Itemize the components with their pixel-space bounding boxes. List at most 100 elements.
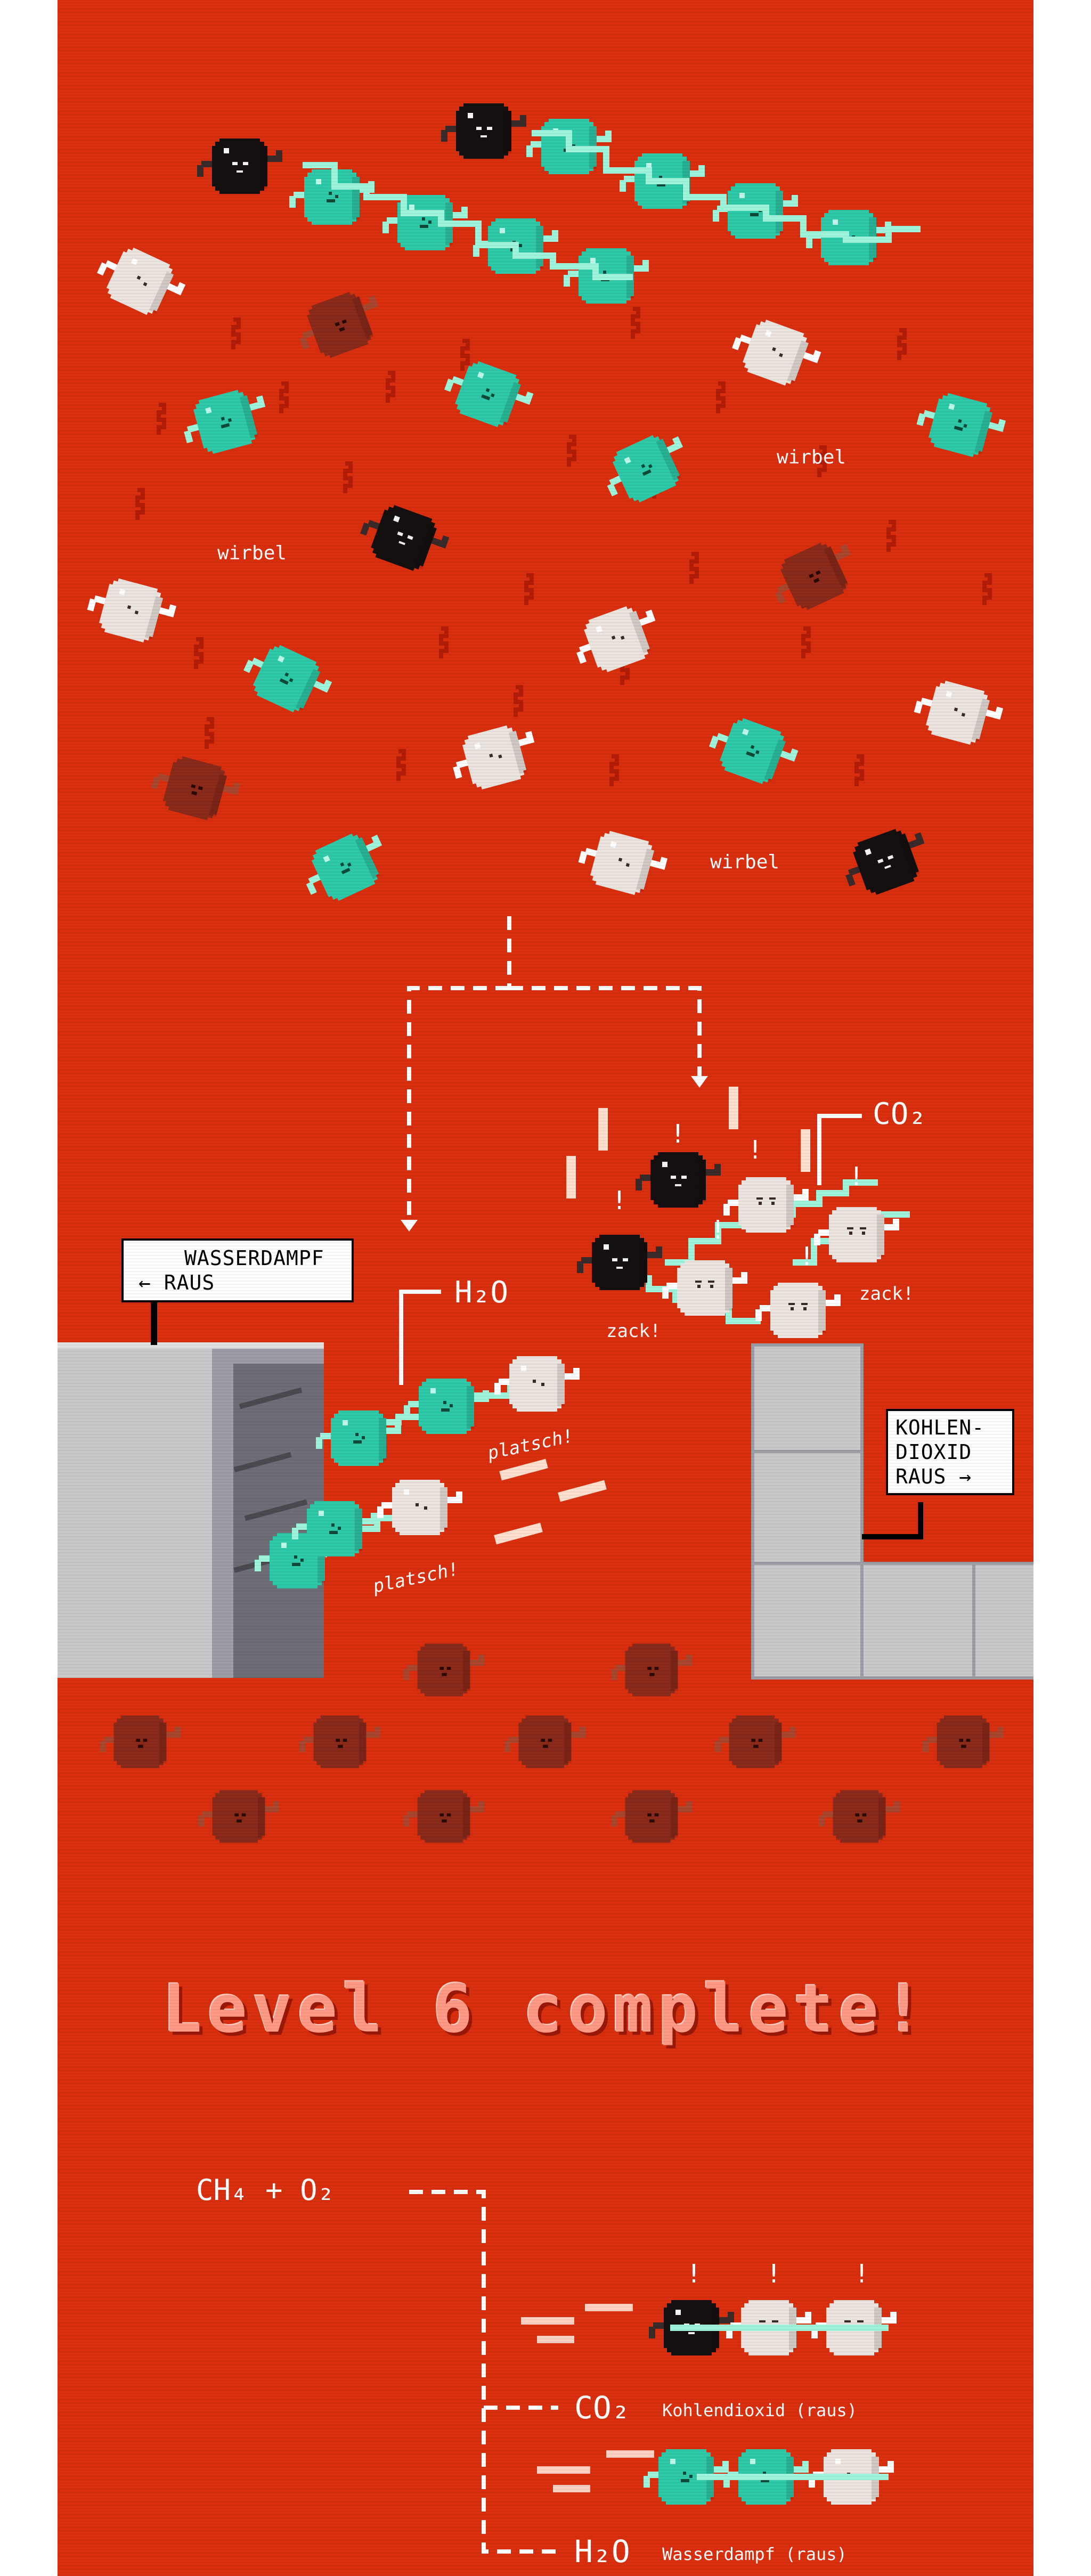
white-molecule — [494, 1356, 580, 1412]
heat-wiggle — [524, 573, 534, 605]
soot-floor — [100, 1643, 1004, 1843]
reaction-scene: wirbel wirbel wirbel — [58, 103, 1033, 2570]
equation-bonds — [670, 2325, 889, 2480]
white-molecule — [87, 576, 177, 645]
heat-wiggle — [982, 573, 992, 605]
brown-molecule — [611, 1790, 692, 1843]
brown-molecule — [715, 1715, 796, 1768]
teal-molecule — [404, 1379, 489, 1434]
teal-molecule — [607, 431, 683, 506]
brown-molecule — [299, 289, 379, 361]
splash-label: platsch! — [485, 1425, 575, 1464]
heat-wiggle — [279, 381, 289, 413]
brown-molecule — [819, 1790, 900, 1843]
teal-molecule — [243, 641, 332, 716]
teal-molecule — [382, 195, 468, 250]
brown-molecule — [151, 754, 241, 822]
white-molecule — [723, 1177, 809, 1233]
co2-bracket — [817, 1114, 862, 1185]
swirl-label: wirbel — [777, 446, 846, 468]
h2o-label: H₂O — [454, 1275, 508, 1310]
game-stage: wirbel wirbel wirbel — [58, 0, 1033, 2576]
heat-wiggle — [689, 552, 699, 584]
exclaim-mark: ! — [766, 2259, 781, 2289]
equation-h2o-formula: H₂O — [574, 2533, 630, 2570]
heat-wiggle — [567, 435, 576, 467]
speed-streaks — [494, 1087, 810, 1545]
heat-wiggle — [631, 307, 640, 339]
equation-lines — [409, 2190, 558, 2554]
teal-molecule — [292, 1501, 377, 1556]
heat-wiggle — [157, 403, 166, 435]
co2-exit-sign: KOHLEN- DIOXID RAUS → — [886, 1409, 1014, 1495]
co2-exit-wall — [751, 1343, 1033, 1680]
heat-wiggles — [135, 307, 992, 871]
teal-molecule — [709, 715, 799, 787]
heat-wiggle — [801, 626, 811, 658]
teal-molecule — [444, 358, 534, 430]
co2-exit-sign-line: RAUS → — [895, 1465, 972, 1488]
equation-streaks — [521, 2304, 654, 2492]
dark-molecule — [845, 826, 925, 898]
zap-label: zack! — [859, 1283, 914, 1305]
heat-wiggle — [886, 520, 896, 552]
white-molecule — [662, 1260, 747, 1316]
heat-wiggle — [194, 637, 203, 669]
heat-wiggle — [817, 445, 827, 477]
heat-wiggle — [205, 717, 214, 749]
exclaim-mark: ! — [849, 1162, 864, 1192]
water-exit-sign-line: WASSERDAMPF — [184, 1246, 324, 1270]
brown-molecule — [403, 1790, 484, 1843]
zap-label: zack! — [606, 1320, 661, 1342]
exclaim-mark: ! — [799, 1242, 815, 1271]
exclaim-mark: ! — [710, 1215, 726, 1245]
exclaim-mark: ! — [747, 1135, 763, 1165]
teal-molecule — [316, 1411, 401, 1466]
water-exit-sign-line: ← RAUS — [139, 1271, 215, 1294]
white-molecule — [755, 1283, 841, 1338]
swirl-label: wirbel — [710, 851, 779, 873]
swirl-label: wirbel — [217, 542, 287, 564]
exclaim-marks: ! ! ! ! ! ! ! ! ! — [612, 1119, 869, 2289]
heat-wiggle — [231, 317, 241, 349]
exclaim-mark: ! — [854, 2259, 869, 2289]
teal-molecule — [184, 388, 266, 456]
equation-co2-caption: Kohlendioxid (raus) — [662, 2400, 857, 2420]
teal-molecule — [306, 830, 382, 904]
exclaim-mark: ! — [686, 2259, 702, 2289]
heat-wiggle — [897, 328, 907, 360]
equation-co2-formula: CO₂ — [574, 2390, 630, 2426]
exclaim-mark: ! — [612, 1186, 627, 1216]
brown-molecule — [198, 1790, 279, 1843]
dark-molecule — [577, 1235, 662, 1290]
h2o-bracket — [399, 1290, 441, 1385]
brown-molecule — [299, 1715, 380, 1768]
dark-molecule — [360, 502, 450, 574]
heat-wiggle — [396, 749, 406, 781]
dark-molecule — [197, 138, 282, 194]
water-exit-sign: WASSERDAMPF ← RAUS — [121, 1238, 354, 1302]
co2-exit-sign-line: KOHLEN- — [895, 1416, 985, 1439]
white-molecule — [377, 1480, 462, 1535]
free-molecules — [87, 103, 1006, 904]
arrow-head-right — [691, 1076, 708, 1088]
brown-molecule — [775, 539, 851, 614]
branch-arrows — [407, 916, 702, 1220]
heat-wiggle — [460, 339, 470, 371]
white-molecule — [97, 244, 186, 319]
white-molecule — [814, 1207, 899, 1262]
splash-label: platsch! — [371, 1559, 461, 1597]
white-molecule — [453, 723, 535, 792]
arrow-head-left — [401, 1220, 418, 1232]
white-molecule — [576, 604, 656, 675]
co2-sign-post — [862, 1502, 923, 1539]
co2-exit-sign-line: DIOXID — [895, 1440, 972, 1464]
heat-wiggle — [514, 685, 523, 717]
white-molecule — [731, 317, 821, 388]
brown-molecule — [100, 1715, 181, 1768]
equation-reactants: CH₄ + O₂ — [196, 2173, 335, 2207]
white-molecule — [578, 829, 668, 897]
heat-wiggle — [135, 488, 145, 520]
heat-wiggle — [716, 381, 726, 413]
product-molecules — [255, 1152, 899, 2505]
